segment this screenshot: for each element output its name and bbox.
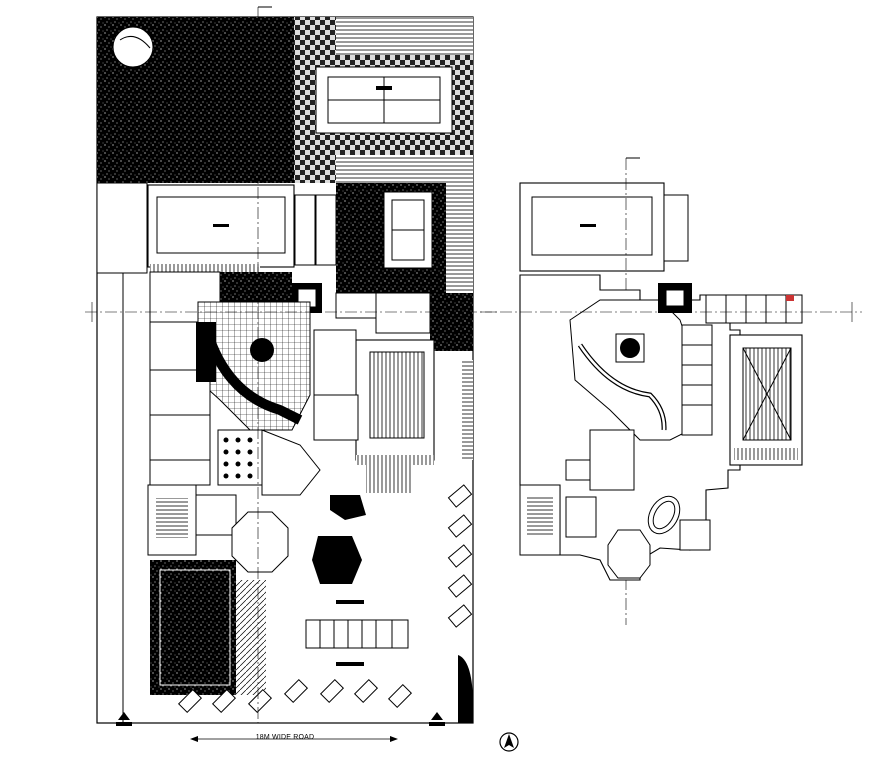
road-dimension-line: [190, 736, 398, 742]
angled-parking-bottom: [177, 678, 413, 714]
road-label: 18M WIDE ROAD: [255, 734, 315, 741]
garden-bottom-left: [150, 560, 236, 695]
site-plan-left: [85, 6, 519, 752]
fountain-circle: [112, 26, 154, 68]
bleachers-mid: [336, 155, 473, 183]
angled-parking-right: [447, 484, 473, 628]
courtyard-feature: [250, 338, 274, 362]
octagonal-hall-right: [607, 529, 651, 579]
bleachers-top: [336, 17, 473, 55]
north-arrow-icon: [499, 732, 519, 752]
entry-triangle-icon: [116, 712, 445, 726]
floor-plan-right: [91, 157, 862, 625]
octagonal-hall-left: [231, 511, 289, 573]
parking-bay-centre: [305, 619, 409, 649]
